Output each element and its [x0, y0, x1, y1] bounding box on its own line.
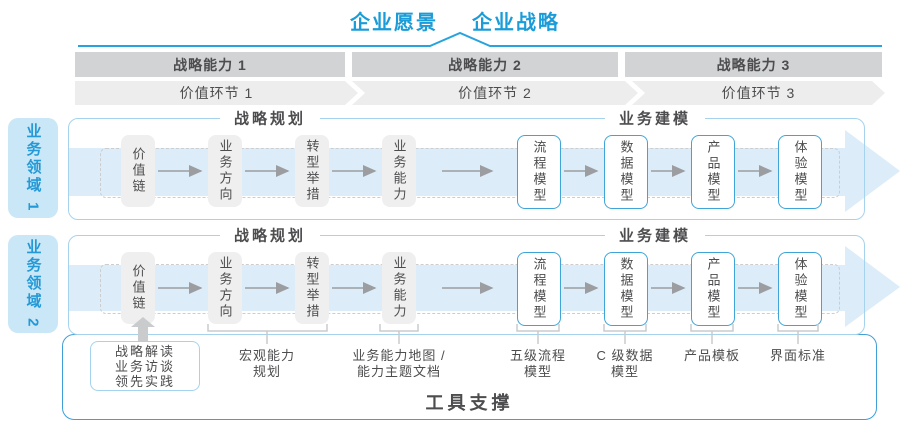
annotation-capability-map: 业务能力地图 / 能力主题文档	[319, 348, 479, 380]
panel1-planning-header: 战略规划	[219, 107, 321, 129]
box-data-model-text: 数据模型	[618, 140, 634, 204]
box-value-chain: 价值链	[121, 135, 155, 207]
strategy-capability-bar-1: 战略能力 1	[75, 52, 345, 77]
annotation-line: 领先实践	[114, 373, 175, 389]
box-value-chain: 价值链	[121, 252, 155, 324]
box-business-capability-text: 业务能力	[391, 256, 407, 320]
domain-label-1: 业务领域 1	[8, 118, 58, 218]
annotation-process-model: 五级流程 模型	[458, 348, 618, 380]
box-transformation-initiative-text: 转型举措	[304, 256, 320, 320]
box-transformation-initiative-text: 转型举措	[304, 139, 320, 203]
annotation-line: 能力主题文档	[356, 364, 441, 379]
box-process-model-text: 流程模型	[531, 140, 547, 204]
diagram-title: 企业愿景 企业战略	[0, 6, 910, 35]
box-business-capability: 业务能力	[382, 252, 416, 324]
box-transformation-initiative: 转型举措	[295, 252, 329, 324]
value-link-chevron-3: 价值环节 3	[632, 81, 885, 105]
annotation-line: 规划	[252, 364, 281, 379]
annotation-line: 模型	[523, 364, 552, 379]
box-business-direction-text: 业务方向	[217, 256, 233, 320]
box-process-model: 流程模型	[517, 252, 561, 326]
annotation-line: 界面标准	[769, 348, 826, 363]
box-data-model: 数据模型	[604, 252, 648, 326]
domain-label-2-text: 业务领域 2	[24, 238, 42, 330]
box-business-capability-text: 业务能力	[391, 139, 407, 203]
box-experience-model-text: 体验模型	[792, 257, 808, 321]
box-product-model-text: 产品模型	[705, 140, 721, 204]
box-transformation-initiative: 转型举措	[295, 135, 329, 207]
annotation-line: 五级流程	[509, 348, 566, 363]
box-experience-model-text: 体验模型	[792, 140, 808, 204]
annotation-data-model: C 级数据 模型	[545, 348, 705, 380]
strategy-capability-bar-3: 战略能力 3	[625, 52, 882, 77]
domain-panel-1	[68, 118, 865, 220]
box-data-model: 数据模型	[604, 135, 648, 209]
annotation-line: 业务访谈	[114, 358, 175, 374]
box-value-chain-text: 价值链	[130, 147, 146, 195]
box-experience-model: 体验模型	[778, 252, 822, 326]
strategy-title: 企业战略	[472, 12, 560, 34]
tool-support-title: 工具支撑	[425, 393, 514, 413]
box-process-model: 流程模型	[517, 135, 561, 209]
annotation-product-template: 产品模板	[632, 348, 792, 364]
dashed-flow-rect-1	[100, 148, 840, 198]
dashed-flow-rect-2	[100, 264, 840, 314]
box-data-model-text: 数据模型	[618, 257, 634, 321]
domain-panel-2	[68, 235, 865, 335]
annotation-line: 宏观能力	[238, 348, 295, 363]
domain-label-2: 业务领域 2	[8, 235, 58, 333]
box-business-direction: 业务方向	[208, 252, 242, 324]
annotation-line: 模型	[610, 364, 639, 379]
box-value-chain-text: 价值链	[130, 264, 146, 312]
box-business-direction-text: 业务方向	[217, 139, 233, 203]
box-experience-model: 体验模型	[778, 135, 822, 209]
annotation-strategy-interpretation: 战略解读 业务访谈 领先实践	[90, 341, 200, 391]
box-business-capability: 业务能力	[382, 135, 416, 207]
box-process-model-text: 流程模型	[531, 257, 547, 321]
panel1-modeling-header: 业务建模	[604, 107, 706, 129]
vision-title: 企业愿景	[350, 12, 438, 34]
annotation-line: 战略解读	[114, 343, 175, 359]
value-link-chevron-2: 价值环节 2	[352, 81, 638, 105]
annotation-line: 产品模板	[683, 348, 740, 363]
annotation-ui-standard: 界面标准	[718, 348, 878, 364]
annotation-macro-capability: 宏观能力 规划	[187, 348, 347, 380]
strategy-capability-bar-2: 战略能力 2	[352, 52, 618, 77]
box-product-model: 产品模型	[691, 135, 735, 209]
panel2-planning-header: 战略规划	[219, 224, 321, 246]
value-link-chevron-1: 价值环节 1	[75, 81, 358, 105]
box-business-direction: 业务方向	[208, 135, 242, 207]
box-product-model: 产品模型	[691, 252, 735, 326]
panel2-modeling-header: 业务建模	[604, 224, 706, 246]
annotation-line: C 级数据	[596, 348, 654, 363]
box-product-model-text: 产品模型	[705, 257, 721, 321]
domain-label-1-text: 业务领域 1	[24, 122, 42, 214]
annotation-line: 业务能力地图 /	[352, 348, 446, 363]
